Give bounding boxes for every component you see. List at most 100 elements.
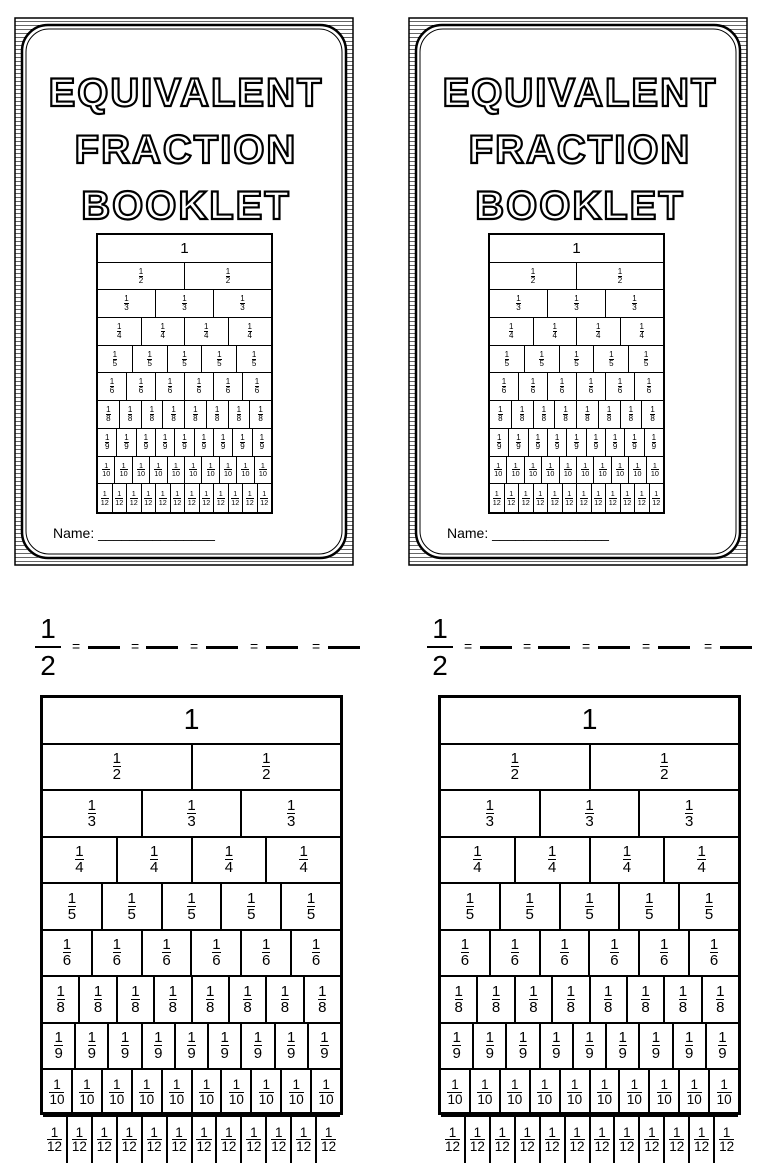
- equals-sign: =: [250, 638, 258, 654]
- answer-blank[interactable]: [598, 646, 630, 649]
- answer-blank[interactable]: [720, 646, 752, 649]
- whole-label: 1: [180, 240, 188, 257]
- answer-blank[interactable]: [538, 646, 570, 649]
- answer-blank[interactable]: [480, 646, 512, 649]
- answer-blank[interactable]: [266, 646, 298, 649]
- answer-blank[interactable]: [658, 646, 690, 649]
- answer-blank[interactable]: [206, 646, 238, 649]
- whole-label: 1: [582, 704, 598, 737]
- answer-blank[interactable]: [88, 646, 120, 649]
- answer-blank[interactable]: [328, 646, 360, 649]
- whole-label: 1: [572, 240, 580, 257]
- answer-blank[interactable]: [146, 646, 178, 649]
